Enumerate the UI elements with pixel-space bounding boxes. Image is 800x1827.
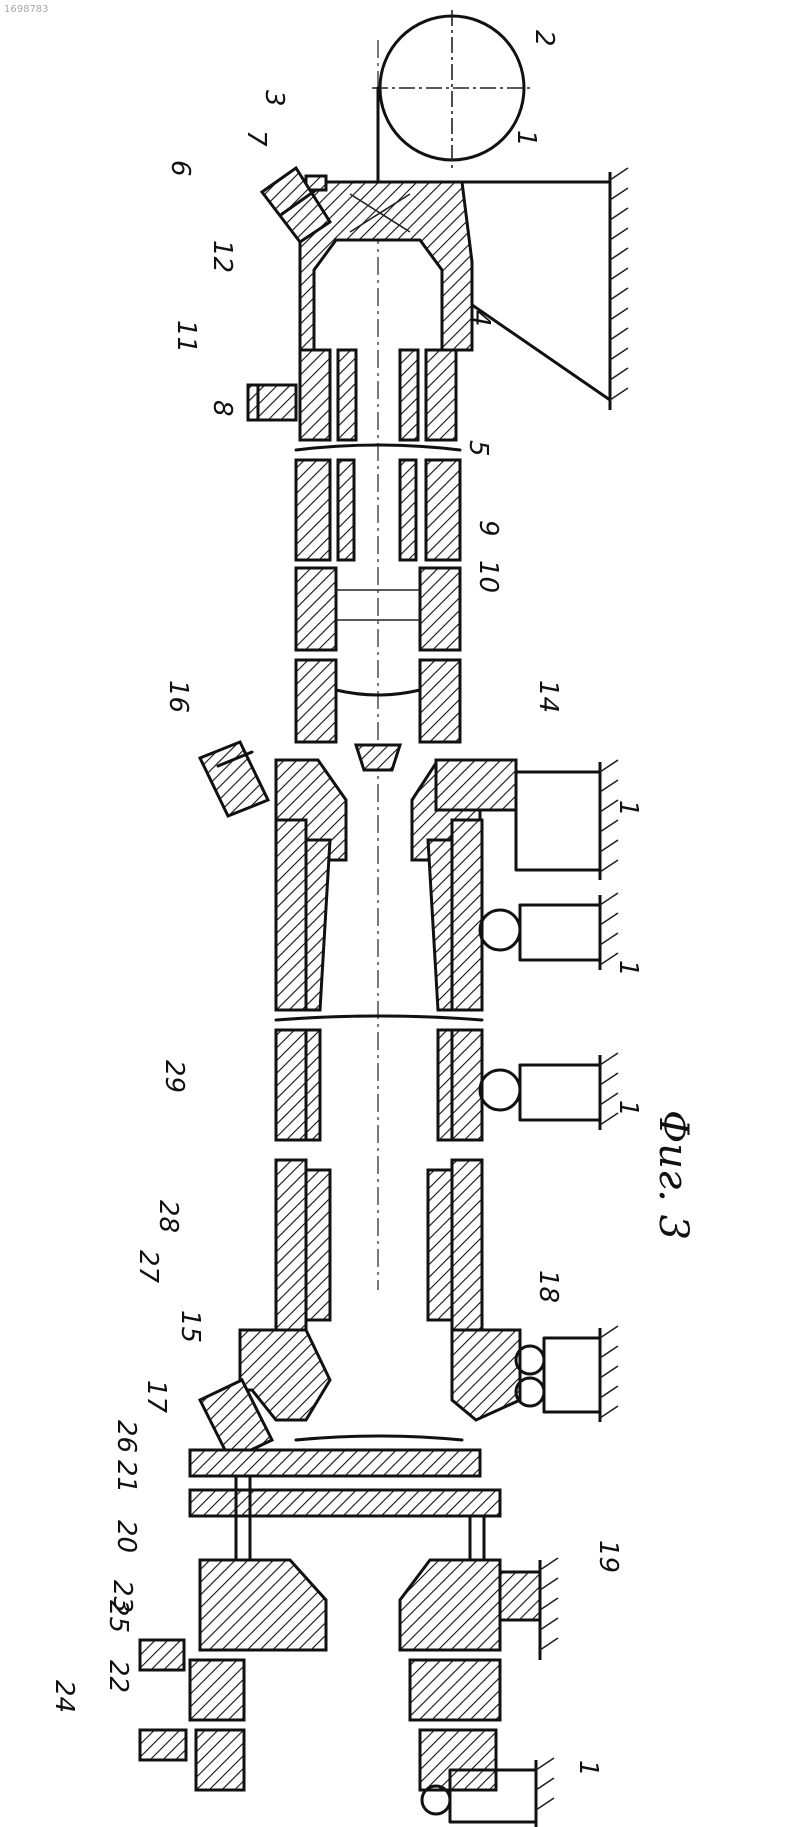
label-25: 25 bbox=[103, 1600, 133, 1633]
figure-caption: Фиг. 3 bbox=[650, 1110, 696, 1240]
label-22: 22 bbox=[103, 1660, 133, 1693]
label-10: 10 bbox=[473, 560, 503, 593]
roller-18 bbox=[516, 1326, 618, 1422]
nozzle-25 bbox=[140, 1640, 184, 1670]
flange-26 bbox=[190, 1450, 480, 1476]
label-1b: 1 bbox=[613, 800, 643, 817]
label-12: 12 bbox=[207, 240, 237, 273]
label-17: 17 bbox=[141, 1380, 171, 1414]
label-5: 5 bbox=[463, 440, 493, 457]
label-7: 7 bbox=[241, 130, 271, 147]
label-1: 1 bbox=[511, 130, 541, 147]
label-6: 6 bbox=[165, 160, 195, 177]
nozzle-24 bbox=[140, 1730, 186, 1760]
label-20: 20 bbox=[111, 1520, 141, 1553]
nozzle-tip-10 bbox=[356, 745, 400, 770]
label-26: 26 bbox=[111, 1420, 141, 1453]
label-1e: 1 bbox=[573, 1760, 603, 1777]
label-28: 28 bbox=[153, 1200, 183, 1233]
label-3: 3 bbox=[259, 90, 289, 107]
corner-text: 1698783 bbox=[4, 4, 49, 15]
label-16: 16 bbox=[163, 680, 193, 713]
flange-14 bbox=[436, 760, 516, 810]
label-4: 4 bbox=[465, 310, 495, 327]
bottom-blocks bbox=[140, 1660, 500, 1790]
label-11: 11 bbox=[171, 320, 201, 353]
label-19: 19 bbox=[593, 1540, 623, 1573]
label-1d: 1 bbox=[613, 1100, 643, 1117]
label-1c: 1 bbox=[613, 960, 643, 977]
nozzle-11 bbox=[248, 385, 296, 420]
support-1-cone bbox=[516, 760, 618, 880]
flange-assembly bbox=[190, 1450, 540, 1650]
label-8: 8 bbox=[207, 400, 237, 417]
label-14: 14 bbox=[533, 680, 563, 713]
label-27: 27 bbox=[133, 1250, 163, 1284]
label-18: 18 bbox=[533, 1270, 563, 1303]
lower-section bbox=[200, 1160, 520, 1460]
main-tube-upper bbox=[276, 820, 482, 1140]
label-21: 21 bbox=[111, 1460, 141, 1493]
body-20 bbox=[200, 1560, 326, 1650]
label-15: 15 bbox=[175, 1310, 205, 1343]
label-29: 29 bbox=[159, 1060, 189, 1093]
roller-supports bbox=[480, 893, 618, 1130]
label-24: 24 bbox=[49, 1680, 79, 1713]
nozzle-16 bbox=[200, 742, 268, 816]
support-19 bbox=[540, 1558, 558, 1660]
label-9: 9 bbox=[473, 520, 503, 537]
drum-2 bbox=[372, 10, 532, 170]
label-2: 2 bbox=[529, 30, 559, 47]
feeder-head bbox=[262, 168, 472, 350]
